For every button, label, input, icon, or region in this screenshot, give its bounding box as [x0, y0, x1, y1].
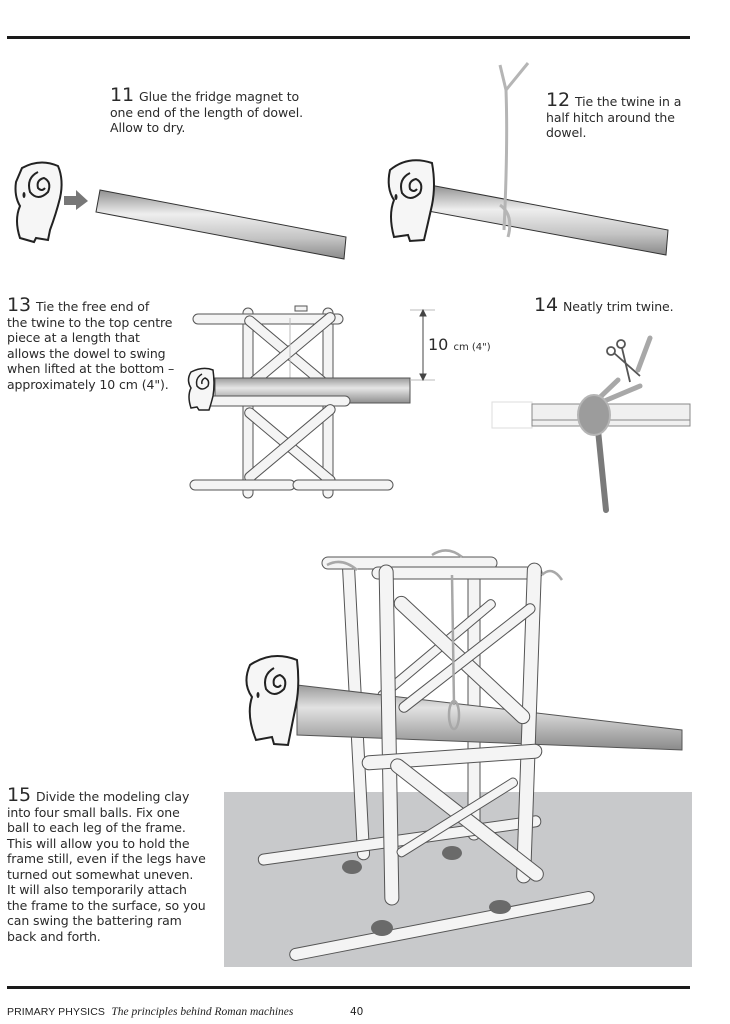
step-text-line: when lifted at the bottom –: [7, 361, 175, 376]
step-text-line: ball to each leg of the frame.: [7, 820, 186, 835]
clay-ball: [371, 920, 393, 936]
step-number: 12: [546, 89, 570, 111]
step-text-line: This will allow you to hold the: [7, 835, 190, 851]
clay-ball: [342, 860, 362, 874]
bottom-rule: [7, 986, 690, 989]
step-number: 11: [110, 84, 134, 106]
step-text-line: piece at a length that: [7, 330, 140, 345]
step-text-line: Allow to dry.: [110, 120, 186, 135]
step-text-line: one end of the length of dowel.: [110, 104, 303, 120]
step-text-line: the twine to the top centre: [7, 314, 173, 330]
measure-unit: cm (4"): [453, 342, 491, 353]
step-text-line: Divide the modeling clay: [35, 789, 190, 804]
arrow-icon: [64, 190, 88, 210]
ram-head-icon: [245, 655, 300, 747]
step-15: 15 Divide the modeling clay into four sma…: [7, 786, 222, 944]
footer-subtitle: The principles behind Roman machines: [111, 1006, 294, 1018]
knot: [577, 394, 611, 436]
step-text-line: Tie the twine in a: [574, 94, 682, 109]
ram-head-icon: [387, 159, 435, 243]
twine: [326, 549, 564, 731]
step-text-line: It will also temporarily attach: [7, 882, 187, 897]
step-text-line: Tie the free end of: [35, 299, 150, 314]
clay-ball: [442, 846, 462, 860]
page-footer: PRIMARY PHYSICS The principles behind Ro…: [7, 1006, 363, 1018]
ram-head-icon: [14, 161, 63, 244]
step-text-line: half hitch around the: [546, 109, 675, 125]
step-number: 13: [7, 294, 31, 316]
step-text-line: back and forth.: [7, 928, 101, 944]
step-15-illustration: [224, 549, 692, 967]
step-12-illustration: [387, 62, 669, 256]
step-11: 11 Glue the fridge magnet to one end of t…: [110, 86, 350, 136]
measure-arrow: [410, 308, 435, 382]
step-text-line: turned out somewhat uneven.: [7, 866, 194, 882]
step-12: 12 Tie the twine in a half hitch around t…: [546, 91, 696, 141]
dowel: [95, 189, 347, 260]
footer-series: PRIMARY PHYSICS: [7, 1006, 105, 1018]
step-text-line: into four small balls. Fix one: [7, 804, 180, 820]
top-rule: [7, 36, 690, 39]
step-text-line: allows the dowel to swing: [7, 345, 166, 361]
step-13-illustration: [187, 305, 435, 499]
step-text-line: dowel.: [546, 125, 587, 140]
step-text-line: Neatly trim twine.: [562, 299, 674, 314]
twine: [498, 62, 530, 238]
step-number: 15: [7, 784, 31, 806]
step-text-line: Glue the fridge magnet to: [138, 89, 300, 104]
step-11-illustration: [14, 161, 347, 260]
measure-value: 10: [428, 335, 449, 354]
step-number: 14: [534, 294, 558, 316]
page-number: 40: [350, 1006, 364, 1018]
ram-head-icon: [187, 367, 215, 411]
step-text-line: can swing the battering ram: [7, 913, 182, 928]
step-14-illustration: [491, 335, 691, 513]
step-text-line: approximately 10 cm (4").: [7, 376, 169, 392]
measure-label: 10 cm (4"): [428, 335, 491, 354]
scissors-icon: [606, 339, 641, 383]
step-14: 14 Neatly trim twine.: [534, 296, 704, 315]
clay-ball: [489, 900, 511, 914]
step-13: 13 Tie the free end of the twine to the t…: [7, 296, 197, 392]
step-text-line: the frame to the surface, so you: [7, 897, 206, 913]
step-text-line: frame still, even if the legs have: [7, 851, 206, 866]
dowel: [427, 184, 669, 256]
